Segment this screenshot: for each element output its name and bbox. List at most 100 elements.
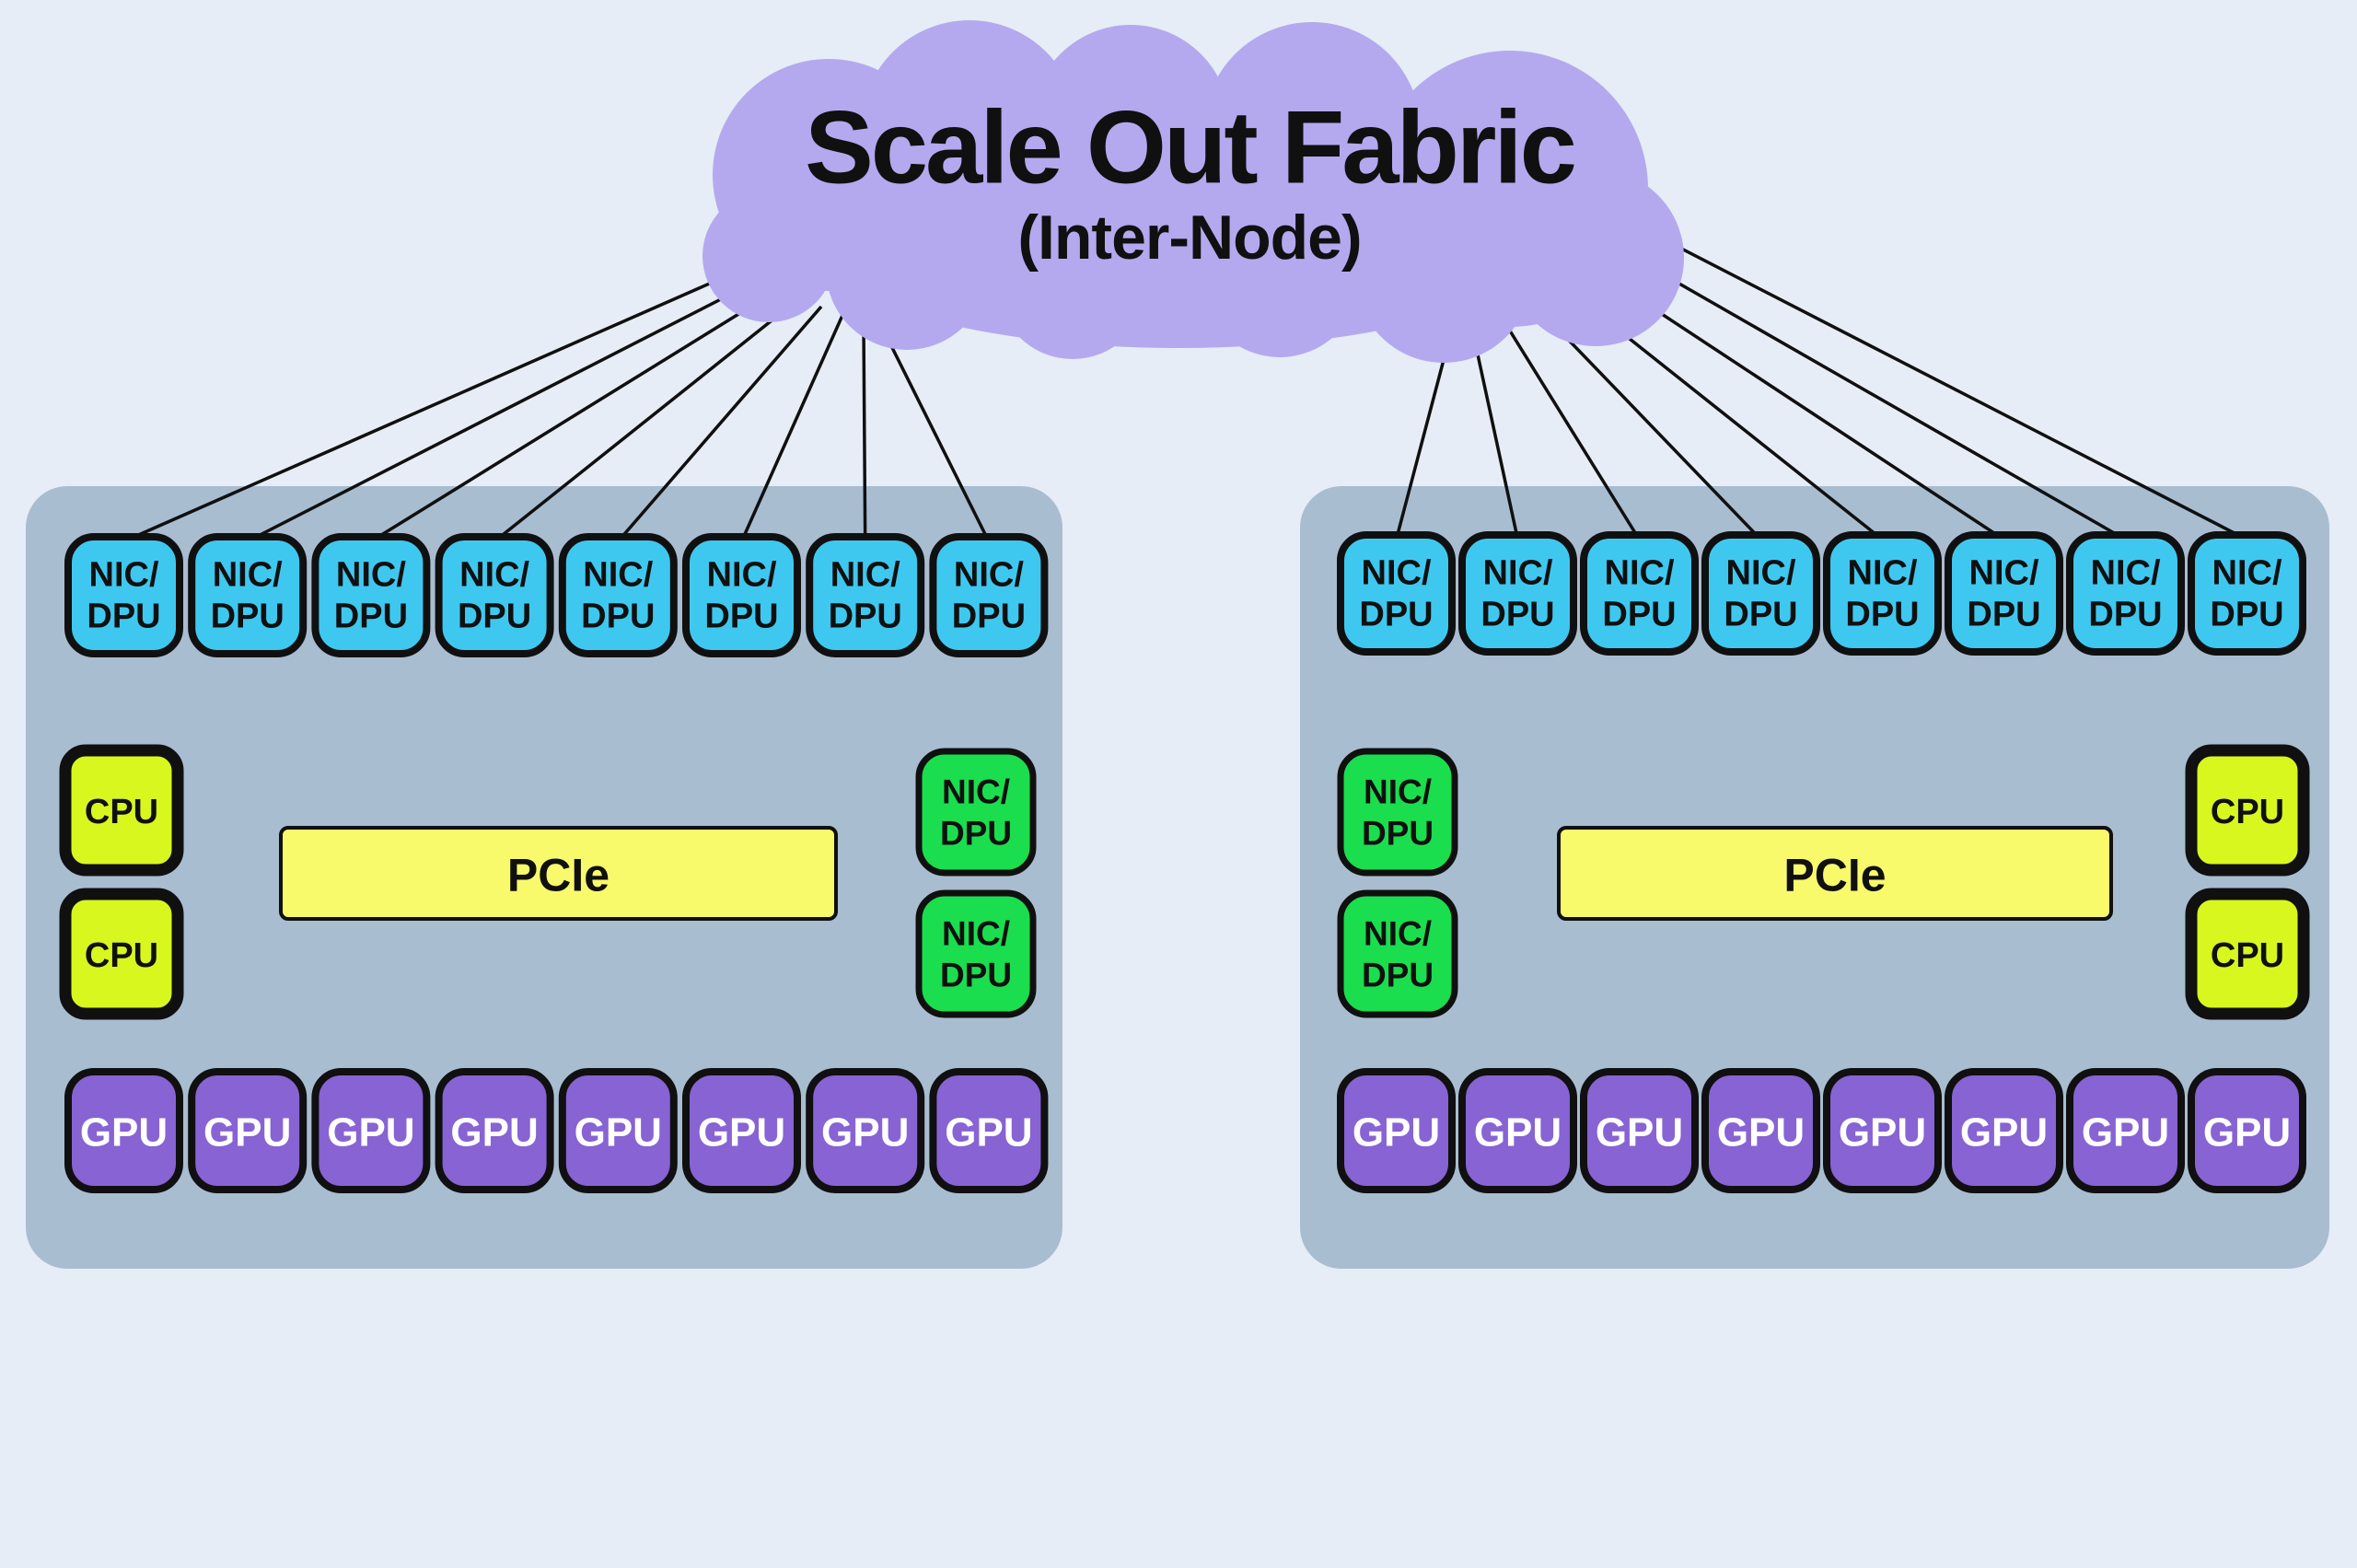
- nic-dpu-top-box-node1-7-label-line2: DPU: [829, 598, 902, 636]
- nic-dpu-top-box-node1-3: [311, 533, 431, 657]
- cpu-box-node1-1-label: CPU: [85, 793, 158, 831]
- gpu-box-node1-4: [435, 1068, 554, 1193]
- nic-dpu-top-box-node1-1-label-line1: NIC/: [89, 556, 159, 595]
- fabric-title: Scale Out Fabric: [805, 90, 1575, 205]
- nic-dpu-top-box-node1-8-label-line1: NIC/: [954, 556, 1024, 595]
- nic-dpu-top-box-node1-4-label-line1: NIC/: [459, 556, 529, 595]
- gpu-box-node1-8-label: GPU: [945, 1110, 1032, 1156]
- nic-dpu-top-box-node1-5-label-line1: NIC/: [583, 556, 653, 595]
- nic-dpu-top-box-node2-4: [1701, 531, 1820, 656]
- nic-dpu-side-box-node2-2-label-line1: NIC/: [1364, 915, 1432, 953]
- fabric-uplink-node2-1: [1394, 355, 1446, 540]
- nic-dpu-top-box-node2-2: [1458, 531, 1577, 656]
- nic-dpu-top-box-node2-3-label-line2: DPU: [1602, 596, 1676, 634]
- gpu-box-node2-2: [1458, 1068, 1577, 1193]
- nic-dpu-top-box-node2-6-label-line1: NIC/: [1969, 554, 2039, 593]
- fabric-uplink-node2-8: [1652, 232, 2248, 541]
- cpu-box-node1-2: [59, 888, 184, 1020]
- gpu-box-node2-8: [2188, 1068, 2306, 1193]
- gpu-box-node1-3: [311, 1068, 431, 1193]
- gpu-box-node1-2-label: GPU: [203, 1110, 291, 1156]
- nic-dpu-side-box-node2-1-label-line2: DPU: [1362, 815, 1434, 853]
- nic-dpu-side-box-node2-1: [1337, 748, 1458, 877]
- gpu-box-node1-1: [64, 1068, 183, 1193]
- fabric-uplink-node2-4: [1532, 302, 1762, 541]
- nic-dpu-top-box-node2-1-label-line2: DPU: [1359, 596, 1433, 634]
- nic-dpu-top-box-node1-3-label-line1: NIC/: [336, 556, 406, 595]
- gpu-box-node1-6: [682, 1068, 801, 1193]
- fabric-uplink-node1-8: [883, 331, 991, 542]
- nic-dpu-side-box-node1-2: [915, 889, 1037, 1018]
- nic-dpu-side-box-node2-2-label-line2: DPU: [1362, 957, 1434, 994]
- gpu-box-node2-3: [1580, 1068, 1699, 1193]
- fabric-subtitle: (Inter-Node): [1017, 203, 1361, 273]
- fabric-uplink-node2-3: [1503, 320, 1641, 540]
- pcie-bus-node1: [279, 826, 838, 921]
- gpu-box-node1-5-label: GPU: [575, 1110, 662, 1156]
- nic-dpu-top-box-node2-7: [2066, 531, 2185, 656]
- nic-dpu-side-box-node1-1: [915, 748, 1037, 877]
- nic-dpu-top-box-node1-8: [929, 533, 1049, 657]
- nic-dpu-top-box-node2-3-label-line1: NIC/: [1605, 554, 1675, 593]
- nic-dpu-top-box-node2-4-label-line1: NIC/: [1726, 554, 1796, 593]
- fabric-uplink-node1-6: [739, 314, 844, 542]
- node-contents: NIC/DPUNIC/DPUNIC/DPUNIC/DPUNIC/DPUNIC/D…: [59, 531, 2310, 1193]
- nic-dpu-top-box-node1-2: [188, 533, 308, 657]
- cpu-box-node2-1: [2185, 744, 2310, 877]
- gpu-box-node2-5: [1823, 1068, 1942, 1193]
- fabric-uplink-node1-4: [493, 296, 802, 543]
- gpu-box-node1-7: [806, 1068, 925, 1193]
- fabric-links: [122, 232, 2248, 543]
- nic-dpu-top-box-node1-5-label-line2: DPU: [581, 598, 655, 636]
- nic-dpu-top-box-node1-5: [558, 533, 678, 657]
- cpu-box-node2-1-label: CPU: [2211, 793, 2284, 831]
- fabric-uplink-node1-1: [122, 270, 737, 543]
- cpu-box-node2-2-label: CPU: [2211, 936, 2284, 975]
- nic-dpu-top-box-node2-1: [1337, 531, 1456, 656]
- nic-dpu-top-box-node1-3-label-line2: DPU: [334, 598, 408, 636]
- nic-dpu-top-box-node1-7-label-line1: NIC/: [830, 556, 900, 595]
- nic-dpu-top-box-node2-8: [2188, 531, 2306, 656]
- nic-dpu-top-box-node2-5-label-line2: DPU: [1845, 596, 1919, 634]
- nic-dpu-top-box-node2-7-label-line2: DPU: [2088, 596, 2162, 634]
- gpu-box-node2-6: [1945, 1068, 2063, 1193]
- pcie-label-node2: PCIe: [1783, 850, 1886, 901]
- nic-dpu-top-box-node1-4-label-line2: DPU: [458, 598, 531, 636]
- fabric-uplink-node1-5: [616, 305, 823, 543]
- nic-dpu-top-box-node2-1-label-line1: NIC/: [1362, 554, 1432, 593]
- gpu-box-node1-7-label: GPU: [821, 1110, 909, 1156]
- nic-dpu-top-box-node1-7: [806, 533, 925, 657]
- scale-out-fabric-cloud: Scale Out Fabric (Inter-Node): [702, 20, 1684, 363]
- nic-dpu-side-box-node1-2-label-line1: NIC/: [942, 915, 1010, 953]
- nic-dpu-top-box-node2-8-label-line1: NIC/: [2212, 554, 2282, 593]
- gpu-box-node1-1-label: GPU: [80, 1110, 168, 1156]
- gpu-box-node1-6-label: GPU: [698, 1110, 785, 1156]
- nic-dpu-top-box-node2-5: [1823, 531, 1942, 656]
- nic-dpu-top-box-node2-3: [1580, 531, 1699, 656]
- fabric-uplink-node2-7: [1621, 250, 2127, 541]
- gpu-box-node1-3-label: GPU: [327, 1110, 414, 1156]
- gpu-box-node2-8-label: GPU: [2203, 1110, 2291, 1156]
- nic-dpu-side-box-node1-1-label-line1: NIC/: [942, 773, 1010, 811]
- nic-dpu-top-box-node2-4-label-line2: DPU: [1724, 596, 1797, 634]
- nic-dpu-top-box-node2-2-label-line2: DPU: [1480, 596, 1554, 634]
- nic-dpu-side-box-node2-1-label-line1: NIC/: [1364, 773, 1432, 811]
- nic-dpu-top-box-node2-7-label-line1: NIC/: [2091, 554, 2161, 593]
- nic-dpu-top-box-node1-8-label-line2: DPU: [952, 598, 1026, 636]
- nic-dpu-top-box-node2-8-label-line2: DPU: [2210, 596, 2283, 634]
- gpu-box-node2-2-label: GPU: [1474, 1110, 1562, 1156]
- cloud-shape: [826, 188, 988, 350]
- fabric-uplink-node1-3: [369, 287, 780, 543]
- cloud-shape: [1199, 195, 1361, 357]
- nic-dpu-top-box-node1-4: [435, 533, 554, 657]
- nic-dpu-top-box-node1-1-label-line2: DPU: [87, 598, 160, 636]
- gpu-box-node2-6-label: GPU: [1960, 1110, 2048, 1156]
- gpu-box-node2-7: [2066, 1068, 2185, 1193]
- gpu-box-node2-1: [1337, 1068, 1456, 1193]
- nic-dpu-top-box-node1-6: [682, 533, 801, 657]
- nic-dpu-top-box-node1-6-label-line2: DPU: [704, 598, 778, 636]
- gpu-box-node1-5: [558, 1068, 678, 1193]
- pcie-label-node1: PCIe: [507, 850, 610, 901]
- nic-dpu-side-box-node1-2-label-line2: DPU: [940, 957, 1012, 994]
